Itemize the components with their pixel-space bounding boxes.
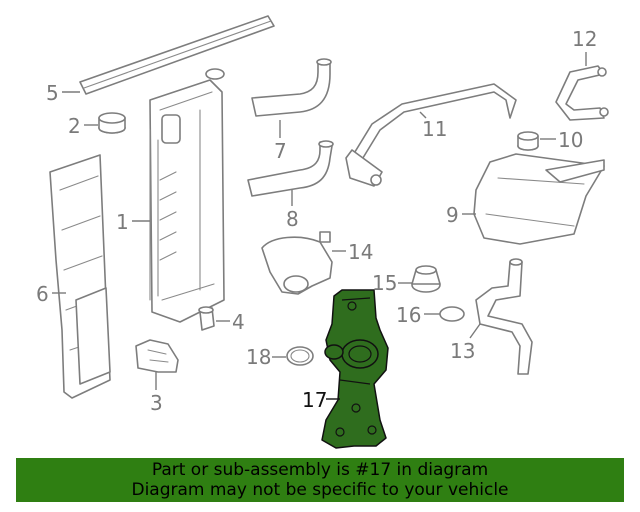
banner-line-1: Part or sub-assembly is #17 in diagram [151, 460, 489, 480]
part-12-bypass-hose[interactable] [555, 65, 609, 121]
callout-10: 10 [540, 128, 583, 152]
callout-12-label: 12 [572, 27, 597, 51]
part-4-bolt[interactable] [198, 306, 215, 331]
callout-7: 7 [274, 120, 287, 163]
part-2-isolator[interactable] [98, 112, 126, 134]
callout-4: 4 [216, 310, 245, 334]
parts-diagram: 5 2 1 6 7 [36, 15, 609, 449]
callout-11-label: 11 [422, 117, 447, 141]
callout-16: 16 [396, 303, 440, 327]
part-5-seal-strip[interactable] [79, 15, 275, 95]
callout-11: 11 [419, 111, 447, 141]
callout-13: 13 [450, 323, 481, 363]
part-10-pressure-cap[interactable] [517, 131, 539, 151]
callout-2: 2 [68, 114, 98, 138]
part-11-overflow-line[interactable] [345, 83, 517, 187]
part-14-coolant-outlet[interactable] [261, 231, 333, 295]
callout-3: 3 [150, 372, 163, 415]
callout-5: 5 [46, 81, 80, 105]
part-7-upper-hose[interactable] [251, 58, 332, 117]
part-1-radiator[interactable] [149, 68, 225, 323]
callout-15-label: 15 [372, 271, 397, 295]
callout-9-label: 9 [446, 203, 459, 227]
callout-18-label: 18 [246, 345, 271, 369]
callout-2-label: 2 [68, 114, 81, 138]
callout-8: 8 [286, 190, 299, 231]
callout-14: 14 [332, 240, 373, 264]
part-16-gasket[interactable] [439, 306, 465, 322]
part-18-o-ring[interactable] [286, 346, 314, 366]
callout-1: 1 [116, 210, 150, 234]
callout-13-label: 13 [450, 339, 475, 363]
part-3-bracket[interactable] [135, 339, 179, 373]
part-9-coolant-reservoir[interactable] [473, 153, 605, 245]
callout-14-label: 14 [348, 240, 373, 264]
callout-6-label: 6 [36, 282, 49, 306]
callout-17-label: 17 [302, 388, 327, 412]
callout-10-label: 10 [558, 128, 583, 152]
callout-12: 12 [572, 27, 597, 66]
callout-6: 6 [36, 282, 66, 306]
callout-18: 18 [246, 345, 286, 369]
callout-17: 17 [302, 388, 340, 412]
callout-3-label: 3 [150, 391, 163, 415]
callout-16-label: 16 [396, 303, 421, 327]
highlight-notice-banner: Part or sub-assembly is #17 in diagram D… [16, 458, 624, 502]
part-13-lower-bypass-hose[interactable] [475, 258, 533, 375]
callout-5-label: 5 [46, 81, 59, 105]
part-8-lower-hose[interactable] [247, 140, 334, 197]
callout-1-label: 1 [116, 210, 129, 234]
callout-4-label: 4 [232, 310, 245, 334]
callout-9: 9 [446, 203, 476, 227]
part-17-outlet-housing-highlighted[interactable] [321, 289, 389, 449]
part-15-thermostat[interactable] [411, 265, 441, 293]
callout-7-label: 7 [274, 139, 287, 163]
banner-line-2: Diagram may not be specific to your vehi… [131, 480, 509, 500]
callout-8-label: 8 [286, 207, 299, 231]
part-6-air-deflector[interactable] [49, 154, 111, 399]
callout-15: 15 [372, 271, 412, 295]
